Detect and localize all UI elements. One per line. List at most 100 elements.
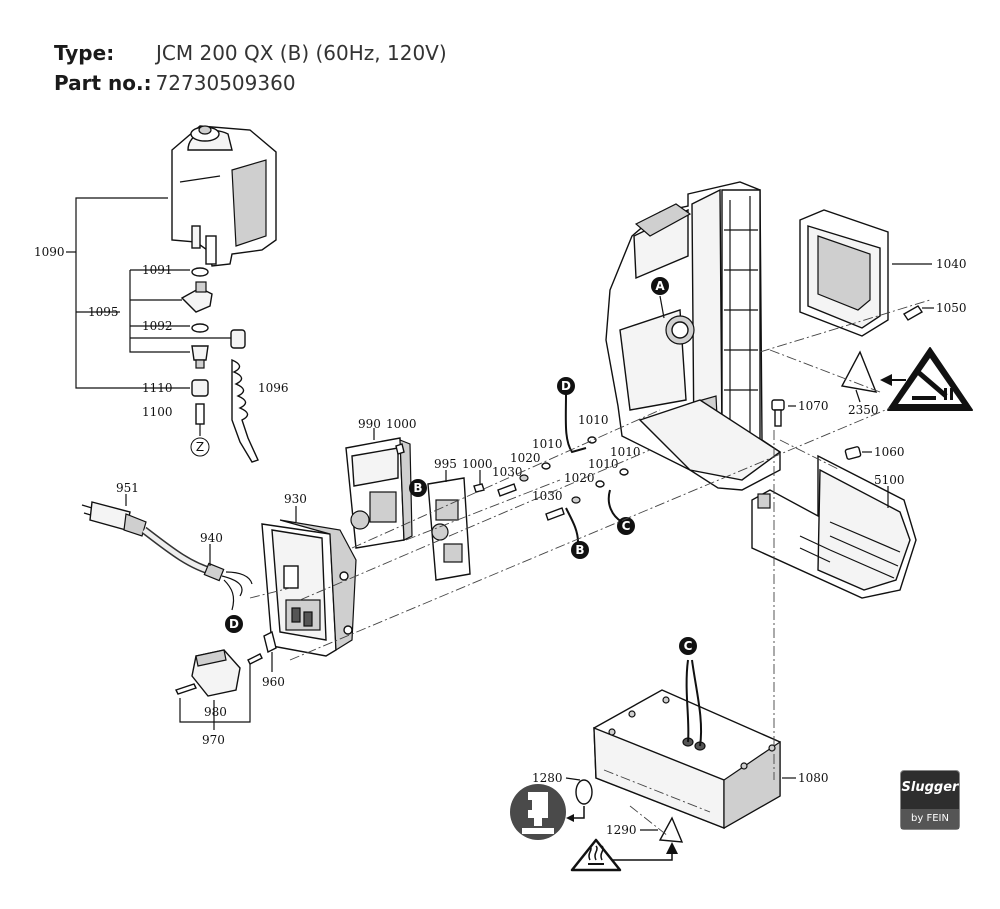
callout-c-right-label: C [622,519,631,533]
part-label-1290: 1290 [606,823,637,837]
part-label-1070: 1070 [798,399,829,413]
callout-d-upper-label: D [561,379,571,393]
part-label-1096: 1096 [258,381,289,395]
callout-a-label: A [655,279,665,293]
part-label-1030-lower: 1030 [532,489,563,503]
part-label-940: 940 [200,531,223,545]
label-1280 [575,779,593,805]
callout-b-lower: B [571,541,589,559]
part-label-960: 960 [262,675,285,689]
part-label-1090: 1090 [34,245,65,259]
ring-1010-a [541,462,551,470]
guard-5100 [751,454,917,599]
part-label-1280: 1280 [532,771,563,785]
power-plug-951 [81,501,147,537]
part-label-1020-upper: 1020 [510,451,541,465]
callout-z: Z [190,437,210,457]
part-label-930: 930 [284,492,307,506]
part-label-1080: 1080 [798,771,829,785]
part-label-1040: 1040 [936,257,967,271]
callout-c-base-label: C [684,639,693,653]
header: Type: JCM 200 QX (B) (60Hz, 120V) Part n… [54,38,447,98]
magnet-drill-icon [510,784,566,840]
screw-1050 [903,305,923,321]
bracket-1090 [66,197,232,389]
control-panel-930 [261,519,357,657]
part-label-1091: 1091 [142,263,173,277]
circuit-board-995 [427,477,471,581]
nut-1110 [191,379,209,397]
slugger-logo: Slugger by FEIN [900,770,960,830]
ring-1010-d [619,468,629,476]
part-label-1092: 1092 [142,319,173,333]
callout-d-upper: D [557,377,575,395]
part-label-1010-a: 1010 [532,437,563,451]
part-label-1100: 1100 [142,405,173,419]
warning-label-2350 [840,350,878,403]
warning-triangle-icon [887,347,973,411]
screw-960 [247,630,277,665]
o-ring-1092 [191,323,209,333]
logo-sub: by FEIN [901,809,959,829]
part-label-990: 990 [358,417,381,431]
washer-1020-upper [519,474,529,482]
type-value: JCM 200 QX (B) (60Hz, 120V) [156,41,447,65]
nozzle [191,345,209,369]
part-label-5100: 5100 [874,473,905,487]
screw-1030-upper [497,483,517,497]
callout-b-upper: B [409,479,427,497]
part-label-1010-d: 1010 [610,445,641,459]
callout-b-upper-label: B [413,481,422,495]
screw-1000-upper [395,443,405,455]
part-label-2350: 2350 [848,403,879,417]
washer-1020-lower [571,496,581,504]
screw-1030-lower [545,507,565,521]
ring-1010-c [595,480,605,488]
power-cord-940 [141,526,253,611]
callout-d-lower-label: D [229,617,239,631]
assembly-axis-lines [249,299,931,837]
callout-c-right: C [617,517,635,535]
part-number-row: Part no.: 72730509360 [54,68,447,98]
electronics-module-990 [345,437,413,549]
part-label-1050: 1050 [936,301,967,315]
part-label-1010-c: 1010 [588,457,619,471]
cover-1040 [799,209,889,337]
part-label-1060: 1060 [874,445,905,459]
magnet-base-1080 [593,689,781,830]
type-row: Type: JCM 200 QX (B) (60Hz, 120V) [54,38,447,68]
part-label-970: 970 [202,733,225,747]
callout-b-lower-label: B [575,543,584,557]
motor-housing [605,181,782,491]
part-label-951: 951 [116,481,139,495]
callout-d-lower: D [225,615,243,633]
switch-cover-980 [175,649,241,697]
arrow-to-warning [880,374,906,386]
part-number-label: Part no.: [54,71,152,95]
coolant-tank [171,125,277,267]
pin-1100 [195,403,205,436]
hot-surface-warning-icon [570,838,622,872]
part-label-1110: 1110 [142,381,173,395]
screw-1000-lower [473,483,485,493]
logo-brand: Slugger [901,780,959,795]
part-label-1000-lower: 1000 [462,457,493,471]
valve-1095 [180,281,213,313]
part-label-1020-lower: 1020 [564,471,595,485]
part-number-value: 72730509360 [155,71,296,95]
screw-1070 [771,399,785,427]
type-label: Type: [54,41,115,65]
o-ring-1091 [191,267,209,277]
callout-z-label: Z [196,440,204,454]
part-label-1095: 1095 [88,305,119,319]
screw-1060 [844,446,862,460]
callout-c-base: C [679,637,697,655]
coolant-hose-1096 [230,329,259,463]
part-label-1010-b: 1010 [578,413,609,427]
part-label-980: 980 [204,705,227,719]
label-1290 [658,816,684,843]
part-label-1000-upper: 1000 [386,417,417,431]
part-label-995: 995 [434,457,457,471]
callout-a: A [651,277,669,295]
